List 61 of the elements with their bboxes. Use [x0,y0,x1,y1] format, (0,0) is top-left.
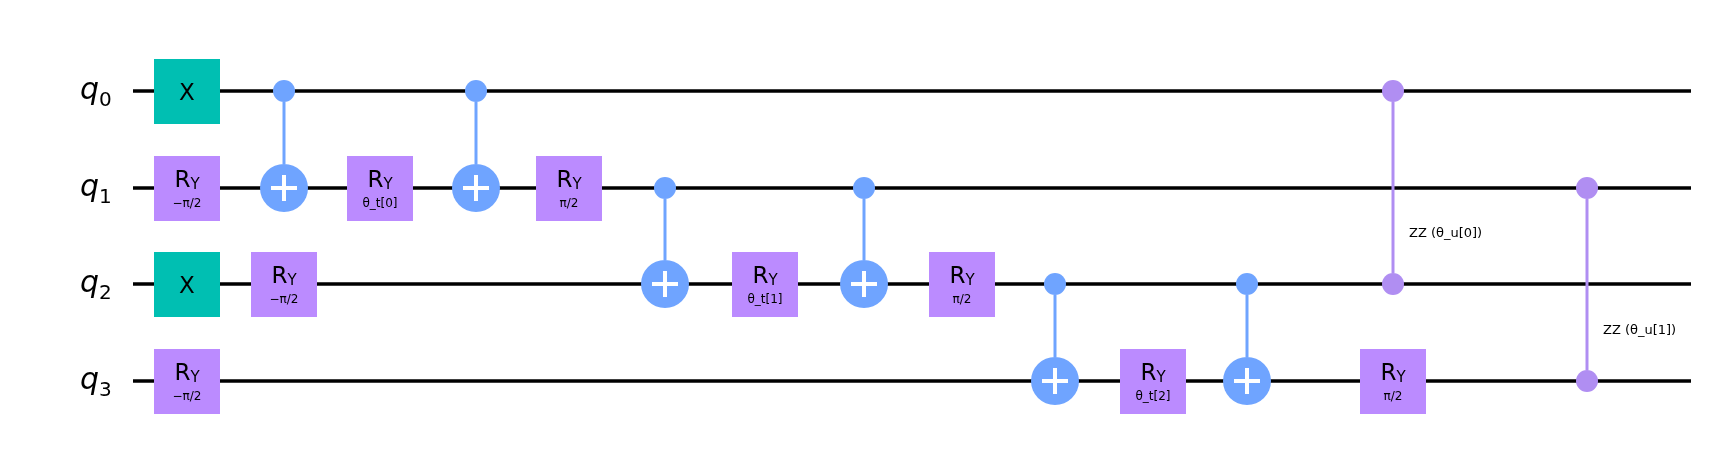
gate-box [732,252,798,317]
gate-parameter: θ_t[2] [1135,388,1171,404]
gate-parameter: −π/2 [269,291,299,307]
target-symbol [840,260,888,308]
gate-parameter: −π/2 [172,388,202,404]
gate-parameter: −π/2 [172,195,202,211]
gate-parameter: π/2 [952,291,972,307]
gate-label: R$_{Y}$ [271,262,297,291]
target-symbol [1031,357,1079,405]
gate-box [929,252,995,317]
connector-line [282,102,286,164]
gate-parameter: π/2 [559,195,579,211]
gate-box [154,349,220,414]
gate-label: X [179,271,195,298]
connector-line [474,102,478,164]
control-dot [1382,80,1404,102]
gate-box [154,59,220,124]
edge-label: ZZ (θ_u[0]) [1409,224,1483,241]
control-dot [853,177,875,199]
qubit-label: q$_{1}$ [80,169,112,210]
connector-line [1391,102,1395,273]
gate-box [536,156,602,221]
connector-line [1245,295,1249,357]
gate-label: R$_{Y}$ [556,166,582,195]
qubit-label: q$_{0}$ [80,72,112,113]
gate-label: R$_{Y}$ [1380,359,1406,388]
target-symbol [1223,357,1271,405]
control-dot [654,177,676,199]
gate-label: R$_{Y}$ [949,262,975,291]
gate-label: R$_{Y}$ [752,262,778,291]
control-dot [465,80,487,102]
control-dot [1382,273,1404,295]
connector-line [1053,295,1057,357]
qubit-label: q$_{2}$ [80,265,112,306]
gate-box [1360,349,1426,414]
control-dot [1576,370,1598,392]
gate-parameter: θ_t[1] [747,291,783,307]
qubit-label: q$_{3}$ [80,362,112,403]
control-dot [1576,177,1598,199]
gate-label: R$_{Y}$ [367,166,393,195]
connector-line [1585,199,1589,370]
gate-box [154,156,220,221]
target-symbol [260,164,308,212]
gate-parameter: θ_t[0] [362,195,398,211]
gate-label: R$_{Y}$ [1140,359,1166,388]
gate-parameter: π/2 [1383,388,1403,404]
edge-label: ZZ (θ_u[1]) [1603,321,1677,338]
gate-label: R$_{Y}$ [174,359,200,388]
control-dot [1044,273,1066,295]
gate-box [347,156,413,221]
target-symbol [452,164,500,212]
gate-label: R$_{Y}$ [174,166,200,195]
control-dot [273,80,295,102]
gate-box [154,252,220,317]
gate-label: X [179,78,195,105]
control-dot [1236,273,1258,295]
gate-box [251,252,317,317]
connector-line [663,199,667,260]
gate-box [1120,349,1186,414]
target-symbol [641,260,689,308]
connector-line [862,199,866,260]
